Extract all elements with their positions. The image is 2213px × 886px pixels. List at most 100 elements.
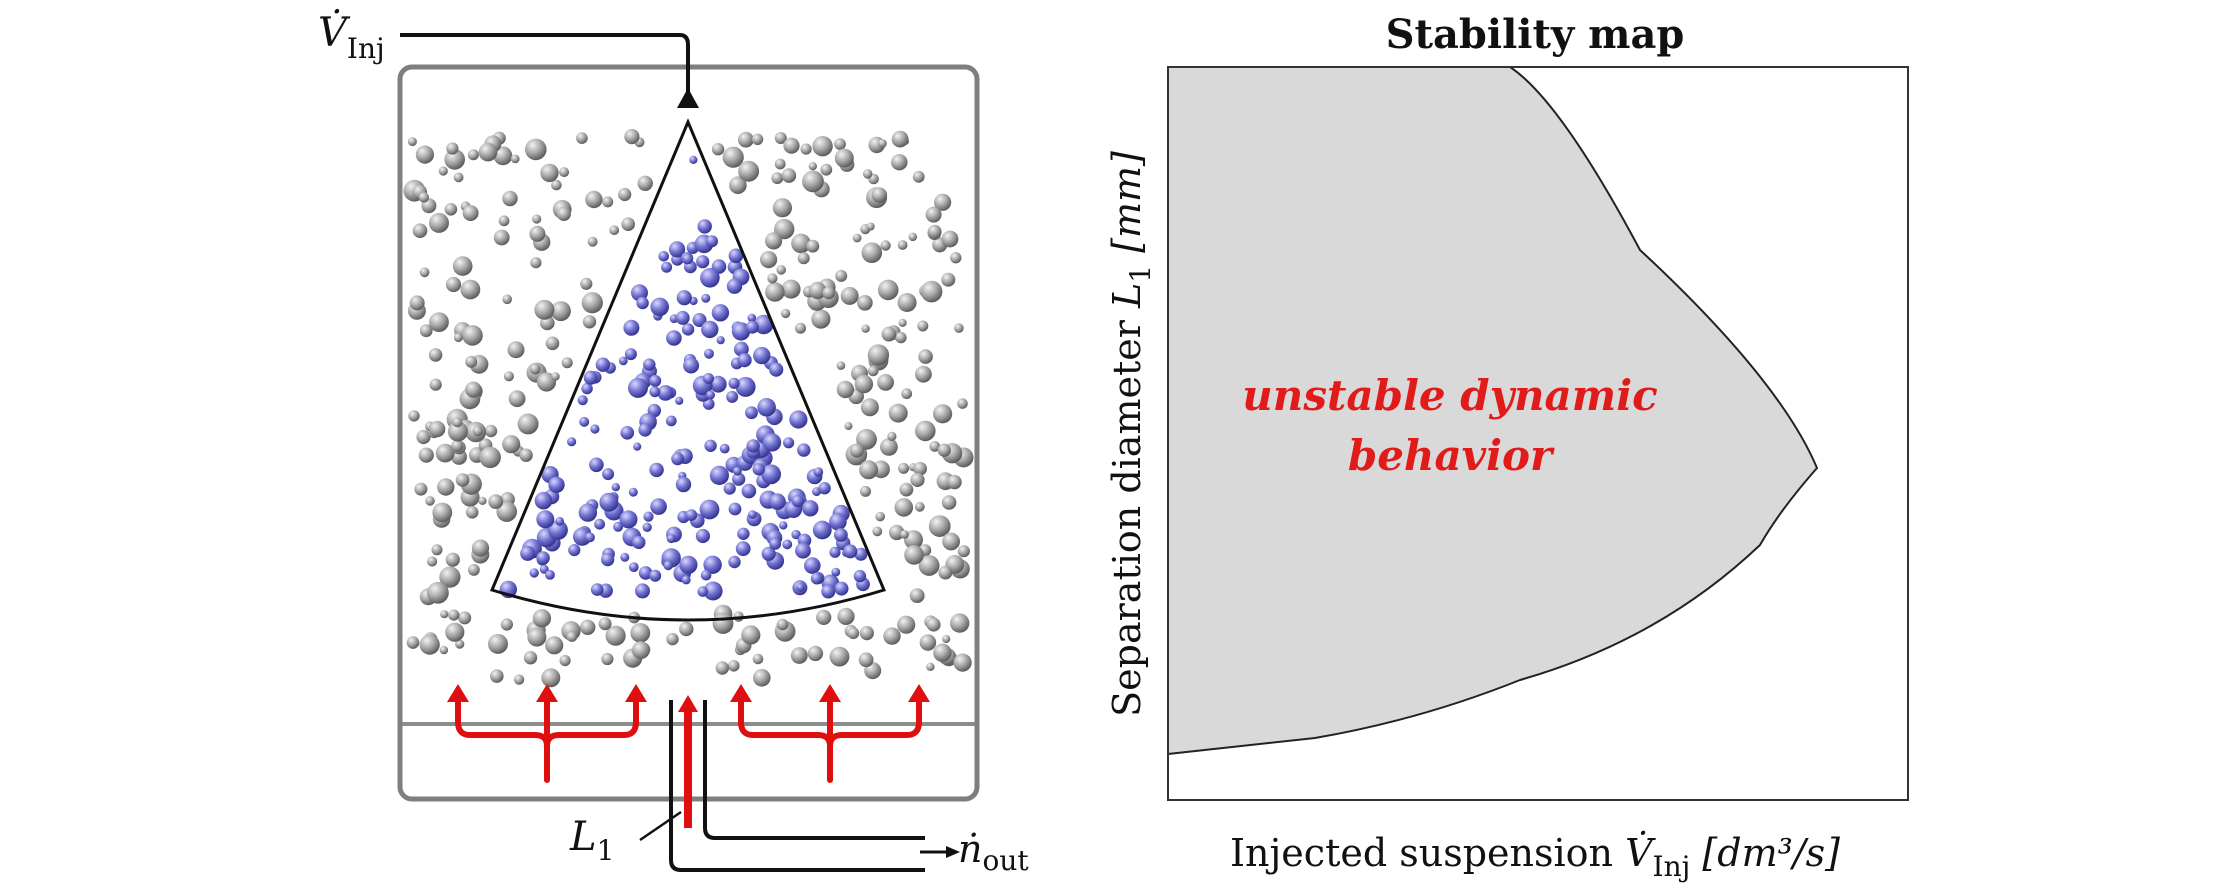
blue-particle [675,476,692,493]
gray-particle [926,662,935,671]
v-inj-symbol: V̇ [318,9,351,56]
blue-particle [520,545,536,561]
blue-particle [829,512,847,531]
gray-particle [867,365,879,377]
gray-particle [920,280,943,303]
gray-particle [941,495,957,510]
blue-particle [545,570,555,580]
gray-particle [729,176,747,194]
gray-particle [797,252,810,265]
blue-particle [643,511,654,522]
gray-particle [536,372,557,392]
y-axis-subscript: 1 [1124,265,1157,283]
blue-particle [577,395,588,406]
gray-particle [414,482,428,496]
gray-particle [822,286,835,300]
blue-particle [649,386,661,398]
gray-particle [428,420,446,438]
gray-particle [880,438,898,456]
blue-particle [638,566,653,580]
x-axis-subscript: Inj [1653,850,1691,883]
gray-particle [806,239,820,253]
blue-particle [681,323,695,336]
gray-particle [858,652,874,668]
gray-particle [496,501,517,522]
blue-particle [735,376,756,397]
gray-particle [898,318,907,327]
blue-particle [747,313,757,323]
blue-particle [709,465,730,485]
gray-particle [909,588,925,603]
blue-particle [813,467,824,477]
gray-particle [941,230,959,248]
l1-label: L1 [569,814,614,867]
gray-particle [900,530,909,539]
blue-particle [681,575,691,585]
gray-particle [418,192,430,203]
gray-particle [934,193,952,211]
gray-particle [609,225,620,236]
gray-particle [431,544,443,556]
gray-particle [618,187,632,202]
blue-particle [633,442,642,451]
blue-particle [728,502,742,516]
blue-particle [697,219,712,234]
blue-particle [595,357,611,372]
blue-particle [568,544,581,557]
gray-particle [891,154,908,171]
gray-particle [897,240,908,250]
y-axis-label-text: Separation diameter [1105,319,1149,717]
gray-particle [953,653,972,672]
gray-particle [877,279,899,301]
gray-particle [502,294,512,305]
gray-particle [447,421,468,442]
blue-particle [783,437,795,449]
gray-particle [774,158,786,170]
injection-line [400,33,690,104]
blue-particle [665,415,677,427]
blue-particle [663,560,673,571]
gray-particle [800,143,812,155]
n-out-label: ṅout [958,827,1029,877]
blue-particle [671,452,684,466]
gray-particle [836,380,855,399]
blue-particle [590,583,604,596]
gray-particle [816,609,832,626]
gray-particle [453,172,464,183]
blue-particle [804,557,821,574]
blue-particle [797,443,811,457]
blue-particle [854,547,868,561]
gray-particle [910,472,925,487]
blue-particle [669,241,686,258]
gray-particle [630,623,651,643]
blue-particle [628,562,639,572]
gray-particle [808,162,817,171]
gray-particle [532,214,542,224]
gray-particle [419,267,430,278]
gray-particle [872,526,883,537]
blue-particle [649,569,662,582]
unstable-region [1167,66,1819,756]
gray-particle [484,424,498,438]
gray-particle [444,149,466,170]
blue-particle [741,483,757,499]
blue-particle [706,390,715,400]
gray-particle [425,496,435,506]
blue-particle [682,253,694,265]
blue-particle [726,390,739,403]
y-axis-symbol: L [1105,283,1149,309]
gray-particle [445,552,460,567]
blue-particle [735,541,751,557]
blue-particle [578,503,598,522]
gray-particle [500,618,513,631]
gray-particle [854,374,874,394]
gray-particle [918,349,933,364]
map-frame [1167,66,1909,801]
gray-particle [551,372,560,381]
blue-particle [779,521,788,530]
gray-particle [534,299,555,320]
blue-particle [818,482,831,495]
gray-particle [811,309,831,329]
blue-particle [638,423,652,437]
